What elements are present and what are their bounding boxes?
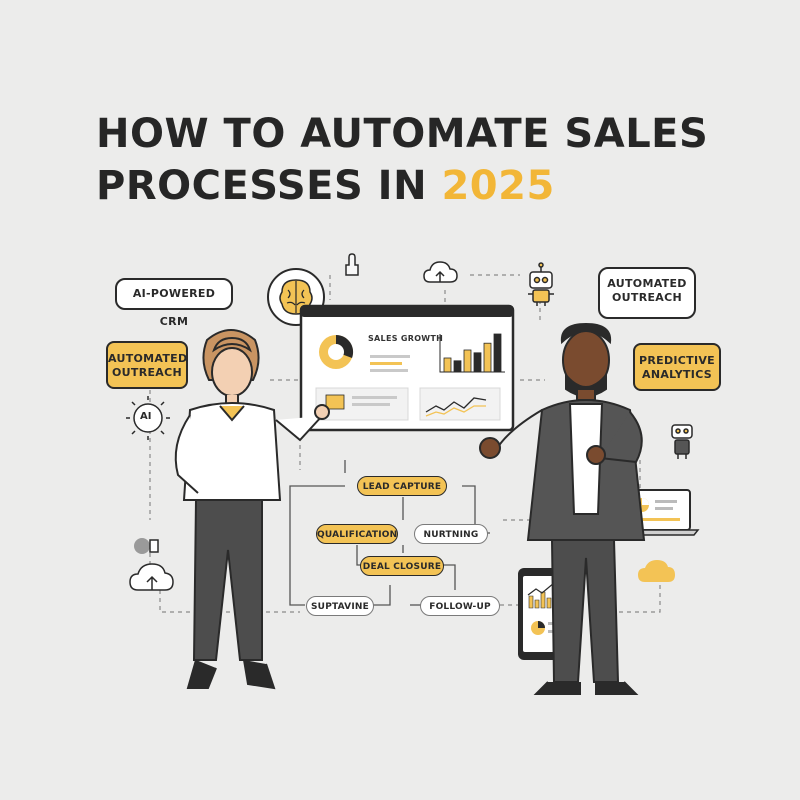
toggle-icon: [134, 538, 159, 554]
woman-figure: [174, 329, 330, 690]
dashboard-bar: [453, 360, 462, 373]
dashboard-window: [299, 304, 515, 432]
title-line-2-text: PROCESSES IN: [96, 163, 442, 209]
dashboard-donut-chart: [319, 334, 354, 369]
title-year: 2025: [441, 163, 555, 209]
workflow-qualification: QUALIFICATION: [316, 524, 398, 544]
title-line-2: PROCESSES IN 2025: [96, 160, 736, 212]
robot-icon: [528, 262, 554, 306]
workflow-follow-up: FOLLOW-UP: [420, 596, 500, 616]
callout-automated-outreach-right: AUTOMATED OUTREACH: [598, 267, 696, 319]
dashboard-bar: [493, 333, 502, 373]
man-figure: [479, 322, 646, 695]
dashboard-title: SALES GROWTH: [368, 334, 444, 343]
callout-automated-outreach-left: AUTOMATED OUTREACH: [106, 341, 188, 389]
workflow-nurturing: NURTNING: [414, 524, 488, 544]
dashboard-bar: [483, 342, 492, 373]
dashboard-bar: [473, 352, 482, 373]
page-title: HOW TO AUTOMATE SALES PROCESSES IN 2025: [96, 108, 736, 212]
pointer-icon: [345, 253, 359, 276]
workflow-support: SUPTAVINE: [306, 596, 374, 616]
title-line-1: HOW TO AUTOMATE SALES: [96, 111, 709, 157]
callout-predictive-analytics: PREDICTIVE ANALYTICS: [633, 343, 721, 391]
callout-ai-powered-crm: AI-POWERED CRM: [115, 278, 233, 328]
cloud-upload-icon: [423, 261, 458, 283]
dashboard-bar: [443, 357, 452, 373]
workflow-deal-closure: DEAL CLOSURE: [360, 556, 444, 576]
small-robot-icon: [671, 424, 693, 459]
cloud-upload-left-icon: [129, 563, 174, 591]
ai-gear-icon: [126, 396, 170, 440]
dashboard-bar: [463, 349, 472, 373]
dashboard-bar-axis: [439, 334, 505, 373]
workflow-lead-capture: LEAD CAPTURE: [357, 476, 447, 496]
workflow-arrows: [289, 460, 490, 606]
ai-badge: AI: [140, 411, 152, 422]
dashboard-bar-chart: [439, 333, 505, 373]
cloud-icon: [638, 560, 675, 582]
